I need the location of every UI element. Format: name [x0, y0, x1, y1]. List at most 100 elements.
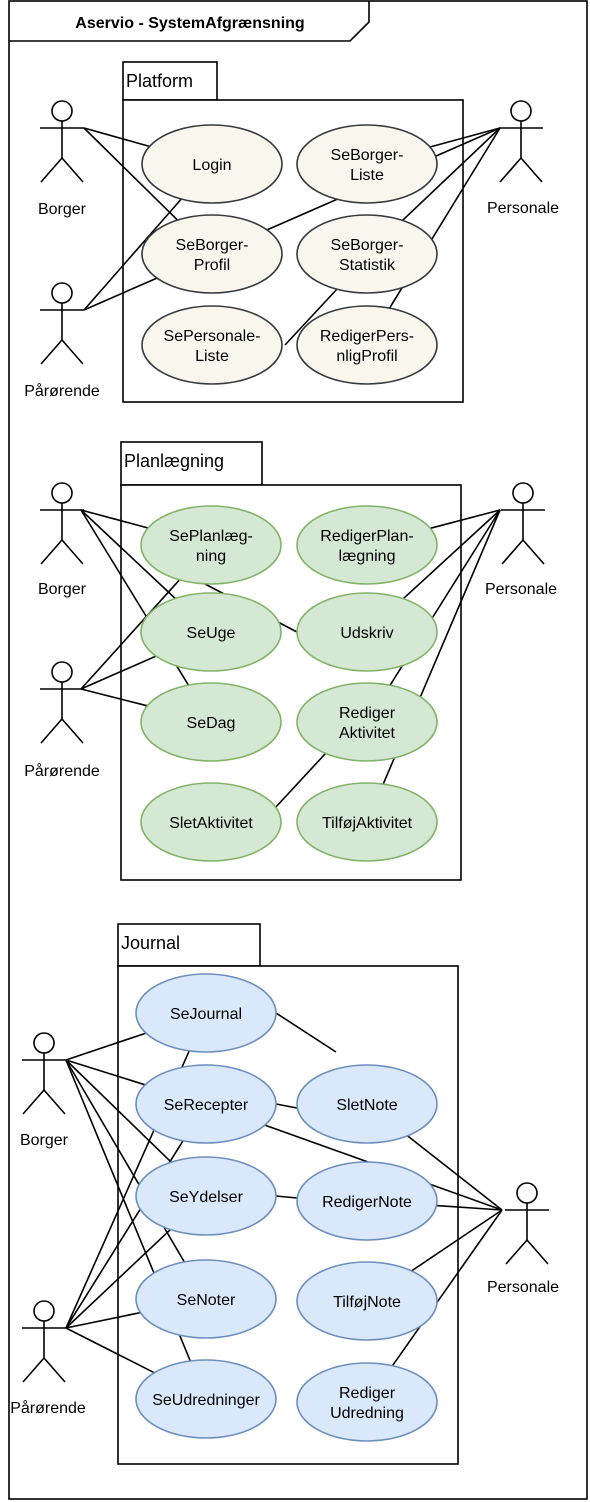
actor-label: Pårørende — [10, 1399, 86, 1417]
use-case-redigernote[interactable]: RedigerNote — [296, 1161, 438, 1241]
association-line — [83, 198, 182, 311]
use-case-tilfoejaktivitet[interactable]: TilføjAktivitet — [296, 782, 438, 862]
frame-title-tab — [9, 1, 370, 42]
actor-borger: Borger — [38, 100, 87, 218]
use-case-label: lægning — [339, 548, 396, 565]
use-case-label: SletAktivitet — [169, 815, 253, 832]
association-line — [401, 127, 501, 221]
actor-label: Personale — [487, 1279, 559, 1296]
use-case-label: SeBorger- — [331, 237, 404, 254]
use-case-seborgerliste[interactable]: SeBorger- Liste — [296, 124, 438, 204]
association-line — [429, 127, 501, 148]
actor-borger: Borger — [20, 1032, 69, 1149]
use-case-label: RedigerPlan- — [320, 528, 413, 545]
stick-figure-icon — [40, 661, 84, 744]
frame-title: Aservio - SystemAfgrænsning — [75, 15, 304, 32]
stick-figure-icon — [499, 100, 543, 183]
actor-paaroerende: Pårørende — [24, 282, 100, 400]
use-case-ellipse — [140, 505, 282, 585]
use-case-ellipse — [135, 1359, 277, 1439]
use-case-seydelser[interactable]: SeYdelser — [135, 1156, 277, 1236]
use-case-label: SeDag — [187, 715, 236, 732]
use-case-ellipse — [296, 214, 438, 294]
association-line — [275, 1012, 337, 1053]
use-case-ellipse — [135, 1259, 277, 1339]
actor-layer: BorgerPårørendePersonaleBorgerPårørendeP… — [10, 100, 559, 1417]
association-line — [65, 1327, 155, 1374]
use-case-seuge[interactable]: SeUge — [140, 592, 282, 672]
use-case-label: Udredning — [330, 1405, 404, 1422]
frame-border — [8, 0, 588, 1500]
use-case-redigerplanlaegning[interactable]: RedigerPlan-lægning — [296, 505, 438, 585]
use-case-label: SeUdredninger — [152, 1392, 260, 1409]
use-case-udskriv[interactable]: Udskriv — [296, 592, 438, 672]
use-case-serecepter[interactable]: SeRecepter — [135, 1064, 277, 1144]
association-line — [391, 1209, 503, 1367]
association-line — [80, 509, 149, 529]
use-case-label: SeBorger- — [331, 147, 404, 164]
use-case-ellipse — [296, 305, 438, 385]
actor-label: Borger — [38, 201, 87, 218]
actor-label: Pårørende — [24, 382, 100, 400]
use-case-label: Profil — [194, 257, 230, 274]
association-line — [430, 509, 501, 530]
use-case-seborgerstatistik[interactable]: SeBorger-Statistik — [296, 214, 438, 294]
actor-label: Borger — [20, 1132, 69, 1149]
association-line — [411, 1209, 503, 1272]
actor-borger: Borger — [38, 482, 87, 598]
use-case-ellipse — [135, 1064, 277, 1144]
use-case-sedag[interactable]: SeDag — [140, 682, 282, 762]
use-case-seudredninger[interactable]: SeUdredninger — [135, 1359, 277, 1439]
actor-label: Borger — [38, 581, 87, 598]
stick-figure-icon — [22, 1032, 66, 1115]
association-line — [65, 1059, 146, 1086]
package-tab — [120, 441, 263, 486]
use-case-label: SeUge — [187, 625, 236, 642]
use-case-tilfoejnote[interactable]: TilføjNote — [296, 1261, 438, 1341]
association-line — [65, 1311, 141, 1329]
stick-figure-icon — [40, 100, 84, 183]
use-case-label: Aktivitet — [339, 725, 396, 742]
use-case-sejournal[interactable]: SeJournal — [135, 973, 277, 1053]
package-tab — [122, 61, 218, 101]
association-line — [80, 655, 157, 690]
use-case-ellipse — [296, 1362, 438, 1442]
association-line — [65, 1032, 147, 1061]
use-case-ellipse — [141, 124, 283, 204]
stick-figure-icon — [40, 282, 84, 365]
use-case-ellipse — [296, 682, 438, 762]
use-case-label: SeNoter — [177, 1292, 236, 1309]
use-case-ellipse — [141, 214, 283, 294]
use-case-ellipse — [140, 682, 282, 762]
actor-personale: Personale — [487, 100, 559, 217]
use-case-ellipse — [296, 505, 438, 585]
use-case-sletaktivitet[interactable]: SletAktivitet — [140, 782, 282, 862]
actor-paaroerende: Pårørende — [24, 661, 100, 780]
use-case-label: Rediger — [339, 1385, 396, 1402]
stick-figure-icon — [22, 1300, 66, 1383]
use-case-senoter[interactable]: SeNoter — [135, 1259, 277, 1339]
use-case-label: SePersonale- — [164, 328, 261, 345]
use-case-label: Rediger — [339, 705, 396, 722]
use-case-label: TilføjAktivitet — [322, 815, 413, 832]
use-case-redigerpersnligprofil[interactable]: RedigerPers-nligProfil — [296, 305, 438, 385]
use-case-sepersonaleliste[interactable]: SePersonale- Liste — [141, 305, 283, 385]
use-case-label: Liste — [195, 348, 229, 365]
use-case-ellipse — [296, 782, 438, 862]
use-case-login[interactable]: Login — [141, 124, 283, 204]
association-line — [80, 688, 148, 707]
actor-label: Personale — [487, 200, 559, 217]
association-line — [83, 127, 150, 148]
use-case-seplanlaegning[interactable]: SePlanlæg-ning — [140, 505, 282, 585]
use-case-label: SeBorger- — [176, 237, 249, 254]
use-case-label: RedigerNote — [322, 1194, 412, 1211]
use-case-seborgerprofil[interactable]: SeBorger- Profil — [141, 214, 283, 294]
association-line — [402, 509, 501, 600]
stick-figure-icon — [40, 482, 84, 565]
use-case-label: Login — [192, 157, 231, 174]
use-case-label: Liste — [350, 167, 384, 184]
actor-label: Personale — [485, 581, 557, 598]
use-case-sletnote[interactable]: SletNote — [296, 1064, 438, 1144]
